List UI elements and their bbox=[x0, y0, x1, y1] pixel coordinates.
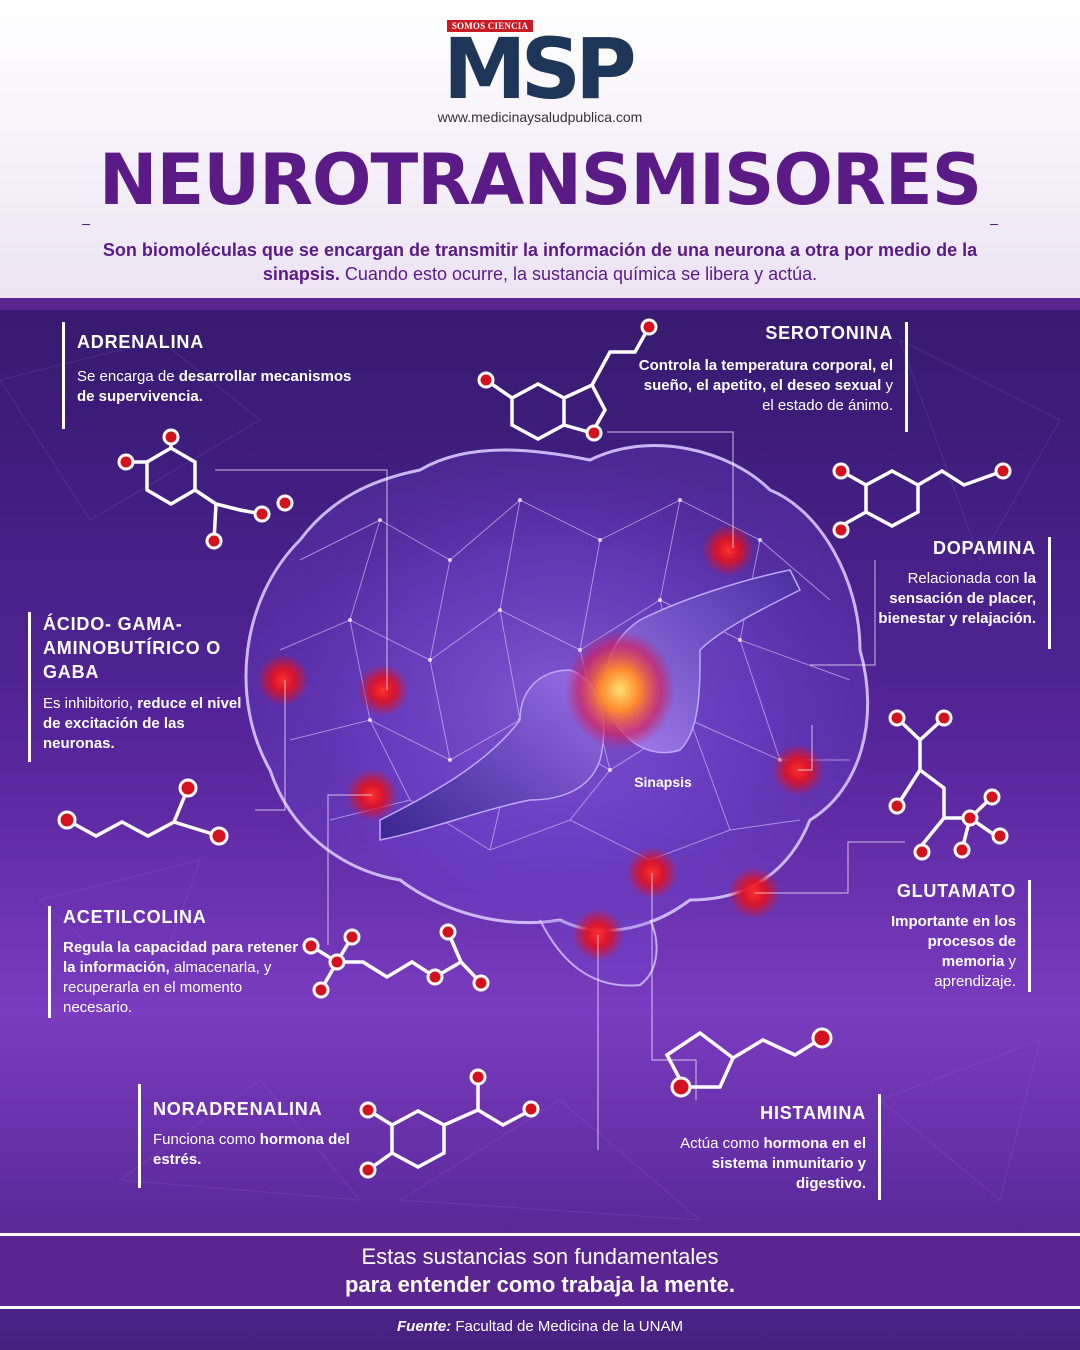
card-adrenalina-text: Se encarga de desarrollar mecanismos de … bbox=[77, 367, 367, 407]
conclusion-banner: Estas sustancias son fundamentales para … bbox=[0, 1233, 1080, 1309]
card-dopamina: DOPAMINA Relacionada con la sensación de… bbox=[878, 537, 1051, 649]
logo-tagline: SOMOS CIENCIA bbox=[447, 20, 533, 32]
card-glutamato-title: GLUTAMATO bbox=[896, 881, 1016, 901]
card-adrenalina-text-pre: Se encarga de bbox=[77, 368, 179, 385]
header-divider bbox=[0, 298, 1080, 310]
gaba-nodes bbox=[57, 778, 229, 846]
card-noradrenalina-text-pre: Funciona como bbox=[153, 1131, 260, 1148]
card-histamina-text: Actúa como hormona en el sistema inmunit… bbox=[648, 1134, 866, 1194]
background-network bbox=[0, 338, 1061, 1221]
card-acetilcolina-text-bold: Regula la capacidad para retener la info… bbox=[63, 939, 299, 976]
synapse-neurons bbox=[379, 569, 802, 841]
conclusion-line-1: Estas sustancias son fundamentales bbox=[361, 1244, 719, 1269]
card-serotonina-text: Controla la temperatura corporal, el sue… bbox=[634, 356, 893, 416]
card-noradrenalina-text-bold: hormona del estrés. bbox=[153, 1131, 350, 1168]
card-gaba-title: ÁCIDO- GAMA- AMINOBUTÍRICO O GABA bbox=[43, 614, 221, 682]
source-label: Fuente: bbox=[397, 1318, 452, 1335]
msp-logo: MSP bbox=[443, 20, 637, 118]
card-serotonina: SEROTONINA Controla la temperatura corpo… bbox=[634, 322, 908, 432]
source-credit: Fuente: Facultad de Medicina de la UNAM bbox=[0, 1318, 1080, 1335]
molecule-glutamato bbox=[895, 716, 997, 851]
card-glutamato-text-post: y aprendizaje. bbox=[934, 953, 1016, 990]
card-adrenalina-text-bold: desarrollar mecanismos de supervivencia. bbox=[77, 368, 352, 405]
card-serotonina-text-post: y el estado de ánimo. bbox=[762, 377, 893, 414]
card-dopamina-text-pre: Relacionada con bbox=[907, 570, 1024, 587]
card-dopamina-title: DOPAMINA bbox=[932, 538, 1036, 558]
card-acetilcolina-text: Regula la capacidad para retener la info… bbox=[63, 938, 308, 1018]
card-serotonina-text-bold: Controla la temperatura corporal, el sue… bbox=[638, 357, 893, 394]
page-title: NEUROTRANSMISORES bbox=[98, 139, 982, 221]
card-noradrenalina: NORADRENALINA Funciona como hormona del … bbox=[138, 1084, 363, 1188]
card-glutamato: GLUTAMATO Importante en los procesos de … bbox=[880, 880, 1031, 992]
card-gaba-text-pre: Es inhibitorio, bbox=[43, 695, 138, 712]
dopamina-nodes bbox=[832, 462, 1012, 539]
molecule-gaba bbox=[66, 787, 220, 838]
card-glutamato-text: Importante en los procesos de memoria y … bbox=[880, 912, 1016, 992]
glutamato-nodes bbox=[888, 709, 1009, 861]
card-gaba: ÁCIDO- GAMA- AMINOBUTÍRICO O GABA Es inh… bbox=[28, 612, 248, 762]
card-acetilcolina: ACETILCOLINA Regula la capacidad para re… bbox=[48, 906, 308, 1018]
card-noradrenalina-title: NORADRENALINA bbox=[153, 1099, 323, 1119]
source-text: Facultad de Medicina de la UNAM bbox=[451, 1318, 683, 1335]
molecule-serotonina bbox=[485, 326, 651, 441]
molecule-dopamina bbox=[840, 468, 1004, 528]
card-glutamato-text-bold: Importante en los procesos de memoria bbox=[890, 913, 1016, 970]
histamina-nodes bbox=[670, 1027, 833, 1098]
card-histamina-text-pre: Actúa como bbox=[680, 1135, 764, 1152]
card-dopamina-text: Relacionada con la sensación de placer, … bbox=[878, 569, 1036, 629]
card-histamina: HISTAMINA Actúa como hormona en el siste… bbox=[648, 1094, 881, 1200]
card-serotonina-title: SEROTONINA bbox=[765, 323, 893, 343]
acetilcolina-nodes bbox=[302, 923, 490, 999]
leader-lines bbox=[215, 431, 905, 1150]
card-dopamina-text-bold: la sensación de placer, bienestar y rela… bbox=[878, 570, 1036, 627]
card-histamina-text-bold: hormona en el sistema inmunitario y dige… bbox=[711, 1135, 866, 1192]
header: SOMOS CIENCIA MSP www.medicinaysaludpubl… bbox=[0, 0, 1080, 298]
molecule-noradrenalina bbox=[366, 1078, 532, 1172]
serotonina-nodes bbox=[477, 318, 658, 442]
title-rule-left bbox=[82, 224, 90, 225]
adrenalina-nodes bbox=[117, 428, 294, 550]
card-gaba-text-bold: reduce el nivel de excitación de las neu… bbox=[43, 695, 242, 752]
conclusion-line-2: para entender como trabaja la mente. bbox=[344, 1272, 736, 1297]
card-gaba-text: Es inhibitorio, reduce el nivel de excit… bbox=[43, 694, 248, 754]
title-rule-right bbox=[990, 224, 998, 225]
website-link[interactable]: www.medicinaysaludpublica.com bbox=[437, 109, 643, 125]
synapse-label: Sinapsis bbox=[634, 774, 692, 790]
intro-rest: Cuando esto ocurre, la sustancia química… bbox=[339, 264, 818, 284]
noradrenalina-nodes bbox=[359, 1068, 540, 1179]
card-noradrenalina-text: Funciona como hormona del estrés. bbox=[153, 1130, 363, 1170]
card-adrenalina: ADRENALINA Se encarga de desarrollar mec… bbox=[62, 322, 367, 429]
intro-bold: Son biomoléculas que se encargan de tran… bbox=[102, 240, 978, 284]
card-adrenalina-title: ADRENALINA bbox=[77, 332, 204, 352]
intro-text: Son biomoléculas que se encargan de tran… bbox=[70, 238, 1010, 286]
molecule-adrenalina bbox=[126, 438, 263, 542]
card-acetilcolina-title: ACETILCOLINA bbox=[63, 907, 207, 927]
card-histamina-title: HISTAMINA bbox=[760, 1103, 866, 1123]
card-acetilcolina-text-post: almacenarla, y recuperarla en el momento… bbox=[63, 959, 272, 1016]
